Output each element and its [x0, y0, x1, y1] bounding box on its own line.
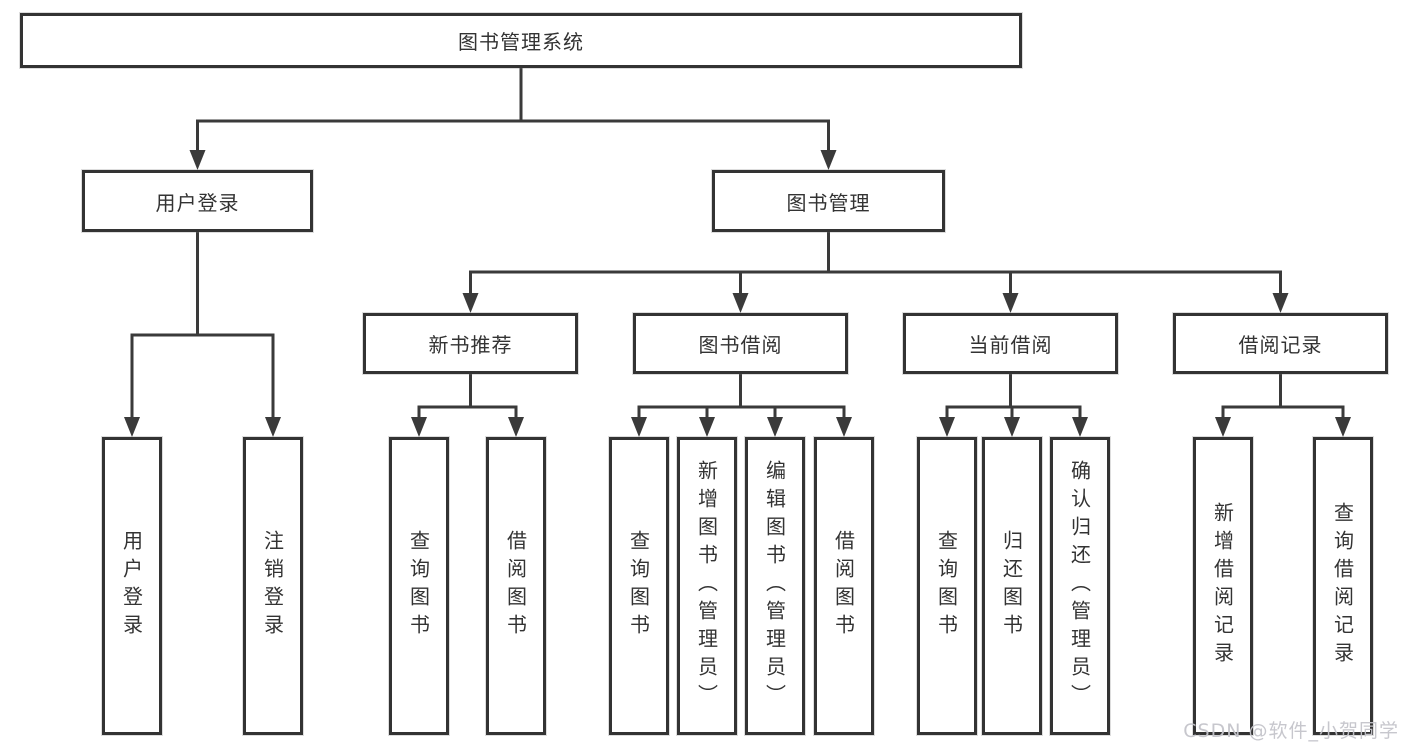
leaf-query-books-current-label: 查询图书 — [934, 530, 959, 642]
node-book-management: 图书管理 — [712, 170, 945, 232]
leaf-return-books: 归还图书 — [982, 437, 1042, 735]
connector-root — [189, 68, 837, 170]
leaf-borrow-books-recommend-label: 借阅图书 — [503, 530, 528, 642]
node-user-login: 用户登录 — [82, 170, 313, 232]
leaf-borrow-books: 借阅图书 — [814, 437, 874, 735]
leaf-add-books-admin-label: 新增图书（管理员） — [694, 460, 719, 712]
leaf-query-borrow-record: 查询借阅记录 — [1313, 437, 1373, 735]
node-current-borrow: 当前借阅 — [903, 313, 1118, 374]
leaf-return-books-label: 归还图书 — [999, 530, 1024, 642]
connector-book-borrow — [631, 374, 852, 437]
connector-current-borrow — [939, 374, 1088, 437]
node-user-login-label: 用户登录 — [155, 190, 240, 215]
leaf-query-books-borrow-label: 查询图书 — [626, 530, 651, 642]
leaf-confirm-return-admin: 确认归还（管理员） — [1050, 437, 1110, 735]
node-borrow-records: 借阅记录 — [1173, 313, 1388, 374]
node-book-borrow: 图书借阅 — [633, 313, 848, 374]
leaf-query-borrow-record-label: 查询借阅记录 — [1330, 502, 1355, 670]
node-new-book-recommend-label: 新书推荐 — [428, 333, 513, 357]
connector-new-book — [411, 374, 524, 437]
connector-borrow-records — [1215, 374, 1351, 437]
leaf-query-books-current: 查询图书 — [917, 437, 977, 735]
leaf-logout: 注销登录 — [243, 437, 303, 735]
node-borrow-records-label: 借阅记录 — [1238, 333, 1323, 357]
node-book-borrow-label: 图书借阅 — [698, 333, 783, 357]
node-root-label: 图书管理系统 — [458, 30, 584, 54]
node-current-borrow-label: 当前借阅 — [968, 333, 1053, 357]
leaf-user-login-label: 用户登录 — [119, 530, 144, 642]
leaf-confirm-return-admin-label: 确认归还（管理员） — [1067, 460, 1092, 712]
leaf-add-borrow-record: 新增借阅记录 — [1193, 437, 1253, 735]
node-root-library-system: 图书管理系统 — [20, 13, 1022, 68]
leaf-query-books-borrow: 查询图书 — [609, 437, 669, 735]
leaf-borrow-books-recommend: 借阅图书 — [486, 437, 546, 735]
leaf-query-books-recommend: 查询图书 — [389, 437, 449, 735]
leaf-query-books-recommend-label: 查询图书 — [406, 530, 431, 642]
leaf-logout-label: 注销登录 — [260, 530, 285, 642]
node-new-book-recommend: 新书推荐 — [363, 313, 578, 374]
leaf-user-login: 用户登录 — [102, 437, 162, 735]
connector-user-login — [124, 232, 281, 437]
leaf-edit-books-admin-label: 编辑图书（管理员） — [762, 460, 787, 712]
leaf-borrow-books-label: 借阅图书 — [831, 530, 856, 642]
watermark: CSDN @软件_小贺同学 — [1183, 720, 1399, 742]
leaf-add-borrow-record-label: 新增借阅记录 — [1210, 502, 1235, 670]
leaf-edit-books-admin: 编辑图书（管理员） — [745, 437, 805, 735]
node-book-management-label: 图书管理 — [786, 190, 871, 215]
connector-book-mgmt — [462, 232, 1289, 313]
leaf-add-books-admin: 新增图书（管理员） — [677, 437, 737, 735]
